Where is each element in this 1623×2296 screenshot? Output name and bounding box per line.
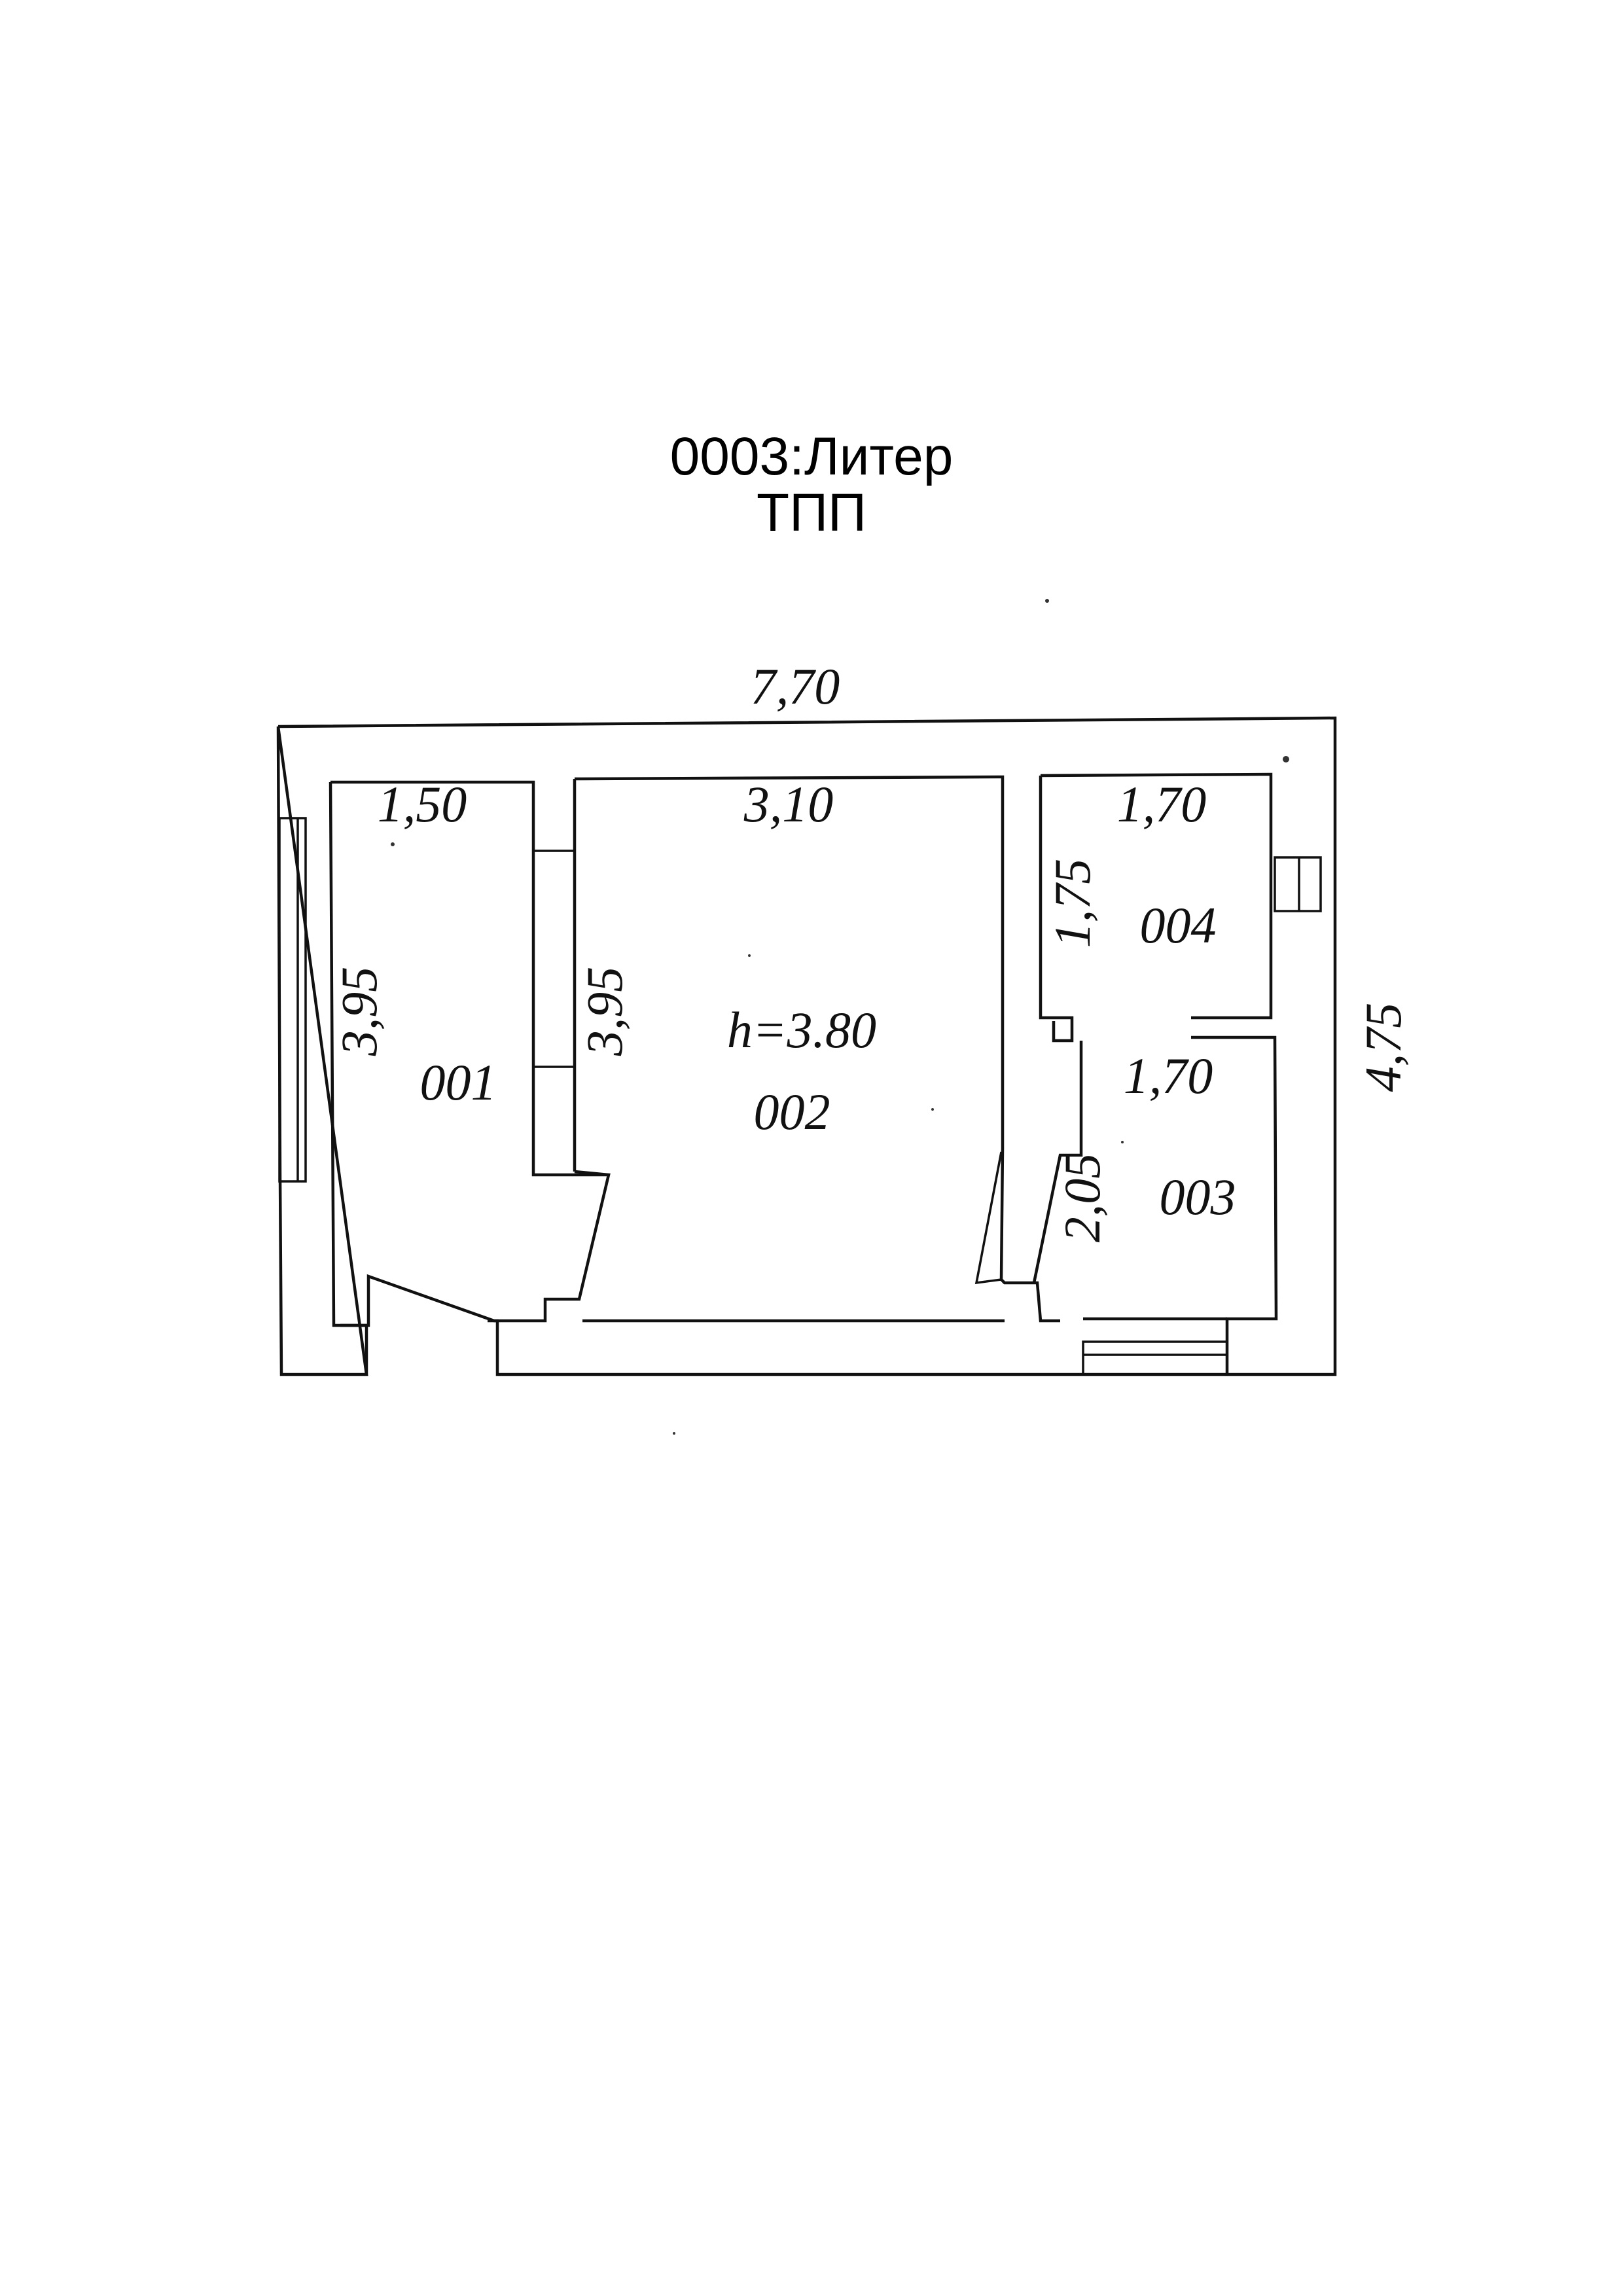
title-line-1: 0003:Литер	[669, 427, 954, 486]
room-002-width-label: 3,10	[743, 776, 834, 833]
room-003-length-label: 2,05	[1054, 1153, 1111, 1243]
door-entrance	[368, 1275, 495, 1322]
room-003-width-label: 1,70	[1124, 1047, 1213, 1104]
room-002-number: 002	[754, 1083, 830, 1140]
title-line-2: ТПП	[757, 483, 866, 543]
room-001-length-label: 3,95	[330, 967, 387, 1057]
room-001-number: 001	[420, 1054, 497, 1111]
room-004-walls	[1039, 772, 1273, 1043]
room-001-width-label: 1,50	[378, 776, 467, 833]
room-004-length-label: 1,75	[1044, 859, 1101, 948]
overall-width-label: 7,70	[751, 658, 840, 715]
room-003-number: 003	[1160, 1168, 1236, 1225]
window-south	[1082, 1340, 1228, 1376]
window-partition	[533, 850, 575, 1068]
room-004-number: 004	[1140, 897, 1217, 954]
room-002-length-label: 3,95	[576, 967, 633, 1057]
overall-depth-label: 4,75	[1355, 1003, 1412, 1092]
door-room-002	[974, 1151, 1003, 1285]
room-004-width-label: 1,70	[1117, 776, 1207, 833]
ceiling-height-label: h=3.80	[727, 1001, 876, 1058]
room-001-walls	[329, 780, 611, 1327]
room-003-walls	[1032, 1035, 1278, 1373]
document-title: 0003:Литер ТПП	[0, 429, 1623, 541]
window-west	[278, 817, 307, 1183]
room-002-walls	[573, 775, 1060, 1323]
window-east	[1274, 856, 1322, 912]
scan-specks	[391, 599, 1289, 1435]
